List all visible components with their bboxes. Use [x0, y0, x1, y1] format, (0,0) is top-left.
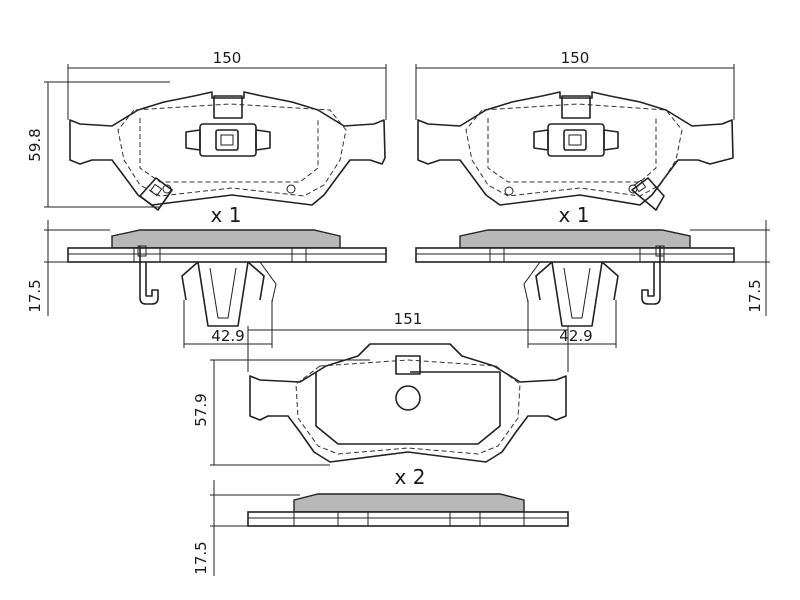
- pad-right-front-view: 150 x 1: [415, 49, 735, 227]
- pad-left-clip-label: 42.9: [211, 327, 244, 345]
- pad-left-side-view: 17.5 42.9: [26, 220, 387, 348]
- pad-right-width-label: 150: [561, 49, 590, 67]
- pad-left-height-label: 59.8: [26, 128, 44, 161]
- pad-left-thickness-label: 17.5: [26, 279, 44, 312]
- pad-right-thickness-label: 17.5: [746, 279, 764, 312]
- pad-bottom-width-label: 151: [394, 310, 423, 328]
- pad-bottom-side-view: 17.5: [192, 480, 569, 576]
- pad-bottom-quantity: x 2: [395, 465, 426, 489]
- pad-bottom-front-view: 151 57.9 x 2: [192, 310, 569, 489]
- pad-right-side-view: 17.5 42.9: [415, 220, 770, 348]
- pad-left-width-label: 150: [213, 49, 242, 67]
- pad-bottom-height-label: 57.9: [192, 393, 210, 426]
- pad-bottom-thickness-label: 17.5: [192, 541, 210, 574]
- pad-left-front-view: 150 59.8 x 1: [26, 49, 387, 227]
- pad-right-quantity: x 1: [559, 203, 590, 227]
- pad-left-quantity: x 1: [211, 203, 242, 227]
